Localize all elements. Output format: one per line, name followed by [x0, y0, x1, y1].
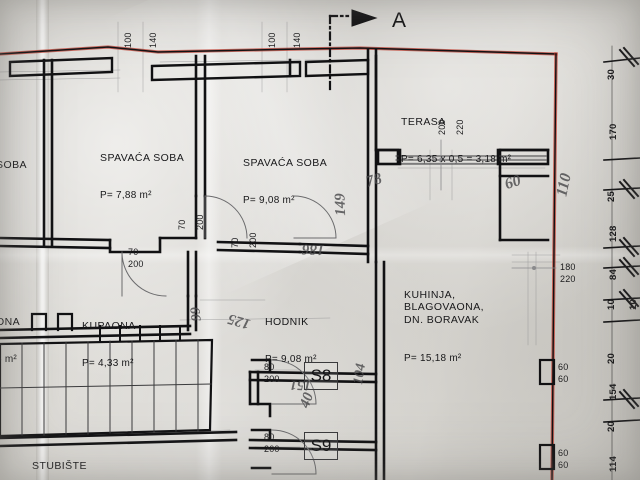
- section-line-a: [328, 14, 350, 92]
- dim-door-70b-width: 70: [230, 237, 240, 248]
- room-label-kupaona: KUPAONA P= 4,33 m²: [82, 319, 136, 369]
- dim-balcony-door-height: 220: [560, 274, 576, 284]
- dim-window-r2-width: 60: [558, 448, 569, 458]
- dim-door-s9-width: 80: [264, 432, 275, 442]
- dim-window-r1-width: 60: [558, 362, 569, 372]
- dim-window-r1-height: 60: [558, 374, 569, 384]
- dim-door-s9-height: 200: [264, 444, 280, 454]
- corridor-walls: [0, 250, 378, 452]
- dim-door-70c-width: 70: [128, 247, 139, 257]
- dim-door-s8-width: 80: [264, 362, 275, 372]
- dimension-ticks: [618, 46, 640, 410]
- dim-door-70c-height: 200: [128, 259, 144, 269]
- handwritten-note-149: 149: [332, 192, 350, 217]
- terrace-door-dimension: [439, 139, 443, 191]
- dim-balcony-door-width: 180: [560, 262, 576, 272]
- door-swing-s8-s9: [271, 359, 317, 475]
- interior-walls-upper: [0, 48, 378, 264]
- door-jambs-s8-s9: [250, 358, 272, 470]
- exterior-wall-top: [0, 45, 558, 56]
- handwritten-note-104: 104: [351, 362, 369, 386]
- right-dim-10: 114: [608, 456, 619, 472]
- terrace-sill-boxes: [376, 148, 550, 166]
- room-label-kuhinja-blagovaona-boravak: KUHINJA, BLAGOVAONA, DN. BORAVAK P= 15,1…: [404, 288, 485, 364]
- staircase: [0, 325, 214, 438]
- section-label-a: A: [392, 9, 407, 32]
- right-dimension-chain: [603, 45, 640, 480]
- dim-window-top-1-width: 100: [123, 32, 133, 48]
- balcony-door-dimension: [511, 266, 557, 270]
- right-dim-3: 128: [608, 225, 619, 242]
- right-dim-9: 20: [606, 421, 617, 432]
- window-right-1: [538, 358, 556, 386]
- window-top-1: [8, 56, 114, 78]
- room-label-soba-cut: SOBA: [0, 158, 27, 171]
- dim-terrace-door-height: 220: [455, 119, 465, 135]
- room-label-spavaca-soba-1: SPAVAĆA SOBA P= 7,88 m²: [100, 151, 185, 201]
- dim-door-70a-height: 200: [195, 214, 205, 230]
- room-label-hodnik: HODNIK P= 9,08 m²: [265, 315, 317, 365]
- dim-door-70a-width: 70: [177, 219, 187, 230]
- dim-window-top-2-height: 140: [292, 32, 302, 48]
- right-dim-4: 10: [606, 299, 617, 310]
- door-swing-arcs: [121, 195, 337, 297]
- handwritten-note-151: 151: [289, 376, 312, 393]
- room-label-kupaona-cut: ONA 6 m²: [0, 315, 21, 365]
- bathroom-details: [30, 312, 74, 332]
- dim-window-top-2-width: 100: [267, 32, 277, 48]
- door-tag-s9[interactable]: S9: [304, 432, 338, 460]
- right-dim-1: 170: [608, 123, 619, 140]
- right-dim-8: 154: [608, 383, 619, 400]
- kitchen-walls: [374, 162, 550, 480]
- dim-door-70b-height: 200: [248, 232, 258, 248]
- room-label-spavaca-soba-2: SPAVAĆA SOBA P= 9,08 m²: [243, 156, 328, 206]
- handwritten-note-99: 99: [188, 306, 205, 322]
- section-arrow-a: [351, 9, 378, 27]
- dim-window-top-1-height: 140: [148, 32, 158, 48]
- dim-terrace-door-width: 200: [437, 119, 447, 135]
- exterior-wall-right: [550, 52, 558, 480]
- right-dim-7: 20: [606, 353, 617, 364]
- window-right-2: [538, 443, 556, 471]
- dim-door-s8-height: 200: [264, 374, 280, 384]
- lower-left-walls: [0, 430, 238, 448]
- right-dim-0: 30: [606, 69, 617, 80]
- right-dim-2: 25: [606, 191, 617, 202]
- handwritten-note-186: 186: [301, 240, 325, 258]
- room-label-stubiste: STUBIŠTE P= 19,07 m²: [32, 459, 87, 472]
- right-dim-6: 10: [628, 299, 639, 310]
- door-tag-s8[interactable]: S8: [304, 362, 338, 390]
- window-top-2: [150, 60, 302, 82]
- dim-window-r2-height: 60: [558, 460, 569, 470]
- right-dim-5: 84: [608, 269, 619, 280]
- room-label-terasa: TERASA P= 6,35 x 0,5 = 3,18 m²: [401, 115, 512, 165]
- window-top-3: [304, 58, 370, 78]
